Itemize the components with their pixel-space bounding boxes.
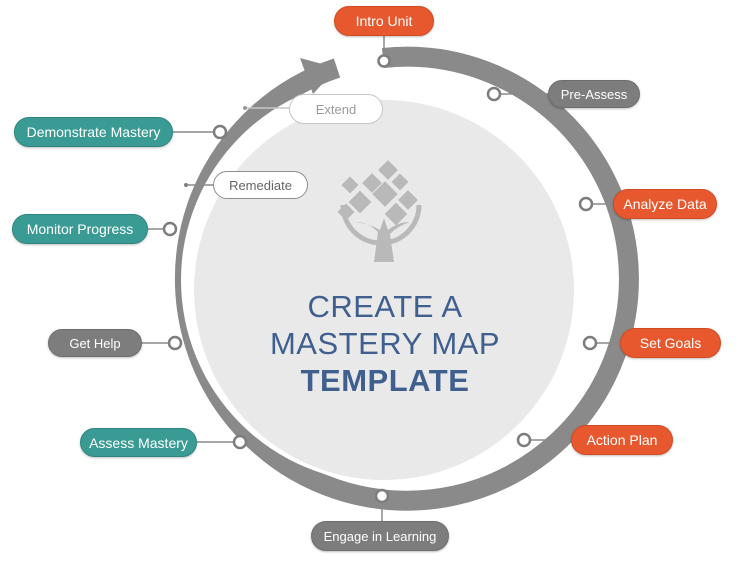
demonstrate-mastery-button[interactable]: Demonstrate Mastery: [14, 117, 173, 147]
center-title-line-1: CREATE A: [307, 289, 463, 324]
center-title-line-3: TEMPLATE: [300, 363, 470, 398]
dot-remediate: [184, 183, 188, 187]
get-help-button[interactable]: Get Help: [48, 329, 142, 357]
extend-button[interactable]: Extend: [289, 94, 383, 124]
dot-analyze-data: [578, 196, 594, 212]
dot-engage-in-learning: [374, 488, 390, 504]
remediate-button[interactable]: Remediate: [213, 171, 308, 199]
dot-monitor-progress: [162, 221, 178, 237]
dot-action-plan: [516, 432, 532, 448]
dot-intro-unit: [377, 54, 391, 68]
dot-assess-mastery: [232, 434, 248, 450]
dot-set-goals: [582, 335, 598, 351]
center-title: CREATE A MASTERY MAP TEMPLATE: [235, 288, 535, 399]
intro-unit-button[interactable]: Intro Unit: [334, 6, 434, 36]
engage-in-learning-button[interactable]: Engage in Learning: [311, 521, 449, 551]
pre-assess-button[interactable]: Pre-Assess: [548, 80, 640, 108]
set-goals-button[interactable]: Set Goals: [620, 328, 721, 358]
monitor-progress-button[interactable]: Monitor Progress: [12, 214, 148, 244]
cycle-arrowhead-icon: [300, 58, 337, 94]
dot-get-help: [167, 335, 183, 351]
assess-mastery-button[interactable]: Assess Mastery: [80, 428, 197, 457]
dot-pre-assess: [486, 86, 502, 102]
dot-demonstrate-mastery: [212, 124, 228, 140]
action-plan-button[interactable]: Action Plan: [571, 425, 673, 455]
analyze-data-button[interactable]: Analyze Data: [613, 189, 717, 219]
dot-extend: [243, 106, 247, 110]
center-title-line-2: MASTERY MAP: [269, 326, 501, 361]
